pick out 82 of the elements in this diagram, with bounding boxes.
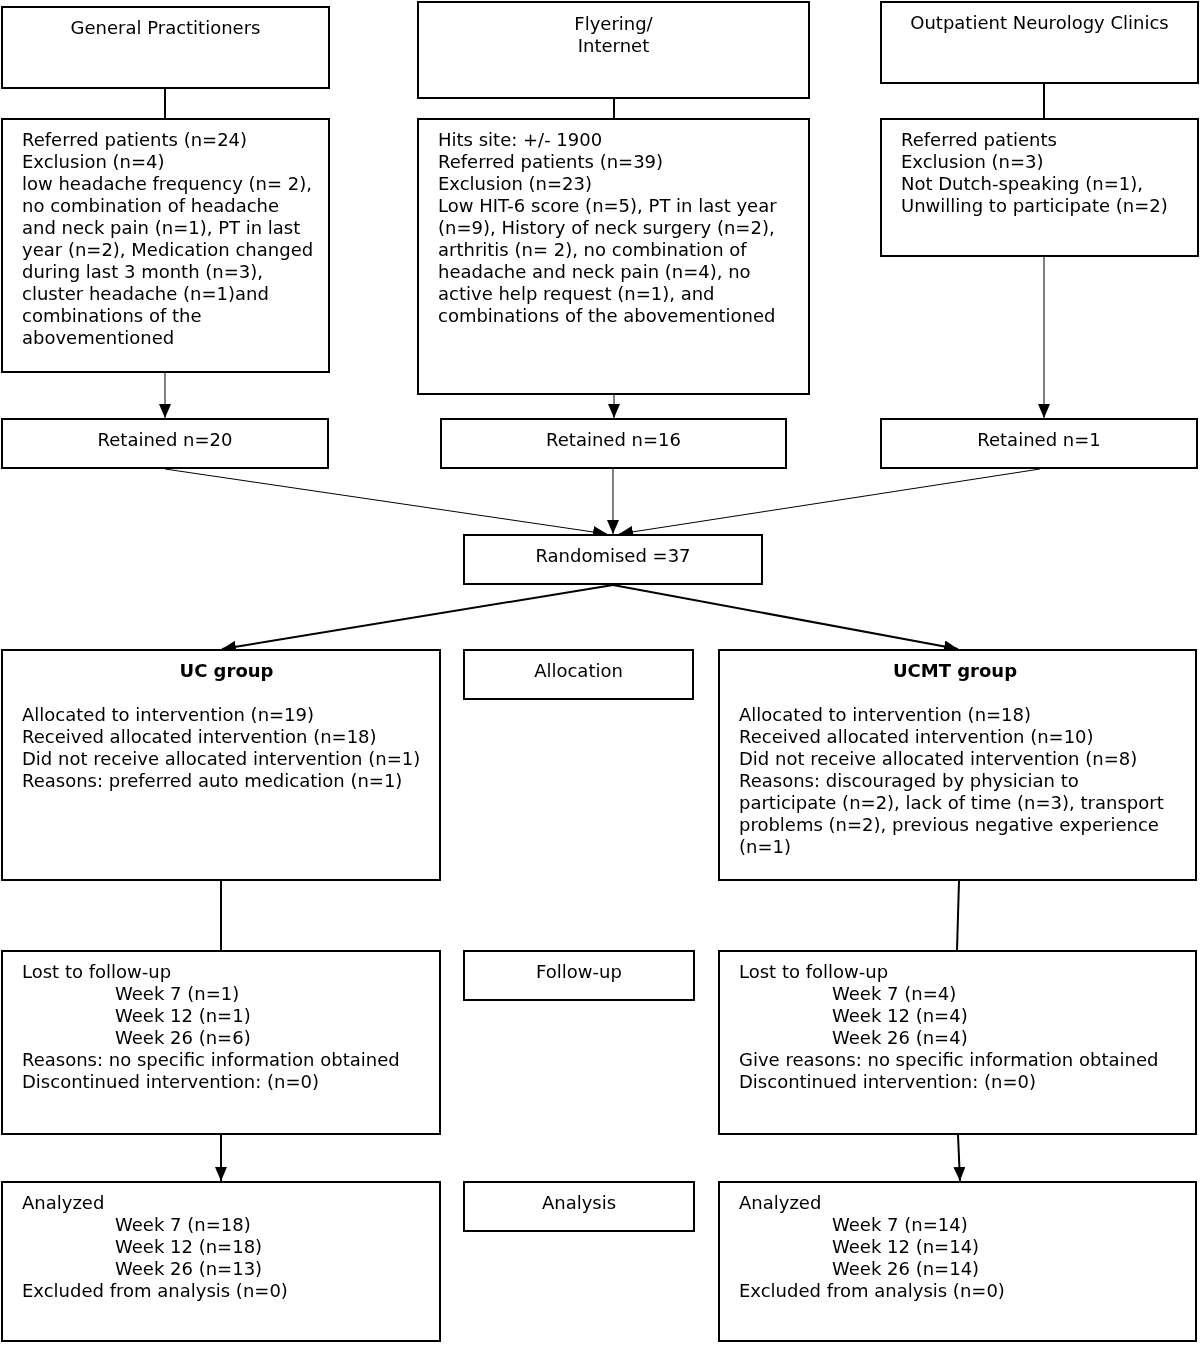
arrow [215, 1134, 227, 1182]
box-text: Lost to follow-up [22, 961, 173, 983]
box-title: General Practitioners [69, 17, 262, 39]
box-text: Week 12 (n=18) [114, 1236, 264, 1258]
box-text: Reasons: discouraged by physician to participate (n=2), lack of time (n=3), transport problems (n=2), previous negative experience (n=1) [739, 770, 1165, 858]
flow-box [1, 1181, 441, 1342]
box-text: Week 7 (n=4) [831, 983, 958, 1005]
flow-box [880, 118, 1199, 257]
connector-line [164, 88, 166, 119]
box-text: Referred patients [901, 129, 1058, 151]
box-text: Referred patients (n=24) [22, 129, 249, 151]
box-title: Allocation [533, 660, 624, 682]
box-title: Analysis [540, 1192, 618, 1214]
arrow [607, 468, 619, 535]
arrow [608, 394, 620, 419]
box-text: Give reasons: no specific information obtained [739, 1049, 1160, 1071]
flow-box [417, 118, 810, 395]
flow-box [718, 950, 1197, 1135]
box-text: Allocated to intervention (n=19) [22, 704, 316, 726]
box-text: Not Dutch-speaking (n=1), Unwilling to participate (n=2) [901, 173, 1169, 217]
box-text: Analyzed [22, 1192, 106, 1214]
box-text: Exclusion (n=4) [22, 151, 166, 173]
arrow [1038, 256, 1050, 419]
box-text: Exclusion (n=23) [438, 173, 593, 195]
box-text: Exclusion (n=3) [901, 151, 1045, 173]
flow-box [718, 1181, 1197, 1342]
flow-box [440, 418, 787, 469]
box-text: Week 7 (n=18) [114, 1214, 252, 1236]
flow-box [1, 418, 329, 469]
group-heading: UCMT group [891, 660, 1019, 682]
box-text: Excluded from analysis (n=0) [22, 1280, 289, 1302]
group-heading: UC group [178, 660, 275, 682]
box-text: Reasons: preferred auto medication (n=1) [22, 770, 404, 792]
flow-box [463, 1181, 695, 1232]
box-text: Week 26 (n=13) [114, 1258, 264, 1280]
box-title: Retained n=16 [545, 429, 682, 451]
box-title: Randomised =37 [534, 545, 692, 567]
box-text: Allocated to intervention (n=18) [739, 704, 1033, 726]
connector-line [220, 880, 222, 951]
flow-box [1, 6, 330, 89]
flow-box [417, 1, 810, 99]
box-text: Week 7 (n=14) [831, 1214, 969, 1236]
box-text: Discontinued intervention: (n=0) [22, 1071, 320, 1093]
arrow [953, 1134, 966, 1182]
box-title: Retained n=20 [96, 429, 234, 451]
box-title: Follow-up [535, 961, 623, 983]
box-text: Week 12 (n=1) [114, 1005, 252, 1027]
box-title: Retained n=1 [976, 429, 1102, 451]
box-text: Week 26 (n=6) [114, 1027, 252, 1049]
flow-box [463, 534, 763, 585]
box-text: Low HIT-6 score (n=5), PT in last year (n=9), History of neck surgery (n=2), arthritis (n= 2), no combination of headache and neck pain (n=4), no active help request (n=1), and combinations of the abovementioned [438, 195, 778, 327]
box-title: Flyering/ Internet [573, 13, 654, 57]
box-text: Received allocated intervention (n=18) [22, 726, 378, 748]
flow-box [880, 418, 1198, 469]
flow-box [463, 649, 694, 700]
box-text: Referred patients (n=39) [438, 151, 665, 173]
flow-box [718, 649, 1197, 881]
connector-line [956, 880, 960, 951]
box-text: Hits site: +/- 1900 [438, 129, 604, 151]
flow-box [1, 950, 441, 1135]
box-text: low headache frequency (n= 2), no combination of headache and neck pain (n=1), PT in last year (n=2), Medication changed during last 3 month (n=3), cluster headache (n=1)and combinations of the abovementioned [22, 173, 314, 349]
flow-box [1, 649, 441, 881]
arrow [159, 372, 171, 419]
box-text: Did not receive allocated intervention (n=1) [22, 748, 422, 770]
flow-box [880, 1, 1199, 84]
box-text: Week 26 (n=4) [831, 1027, 969, 1049]
box-text: Analyzed [739, 1192, 823, 1214]
box-text: Week 7 (n=1) [114, 983, 241, 1005]
box-text: Reasons: no specific information obtained [22, 1049, 401, 1071]
box-text: Discontinued intervention: (n=0) [739, 1071, 1037, 1093]
connector-line [613, 98, 615, 119]
connector-line [1043, 83, 1045, 119]
box-text: Did not receive allocated intervention (n=8) [739, 748, 1139, 770]
flow-box [1, 118, 330, 373]
box-text: Week 26 (n=14) [831, 1258, 981, 1280]
box-text: Week 12 (n=14) [831, 1236, 981, 1258]
box-text: Week 12 (n=4) [831, 1005, 969, 1027]
box-text: Received allocated intervention (n=10) [739, 726, 1095, 748]
box-text: Excluded from analysis (n=0) [739, 1280, 1006, 1302]
box-title: Outpatient Neurology Clinics [909, 12, 1170, 34]
box-text: Lost to follow-up [739, 961, 890, 983]
flow-box [463, 950, 695, 1001]
